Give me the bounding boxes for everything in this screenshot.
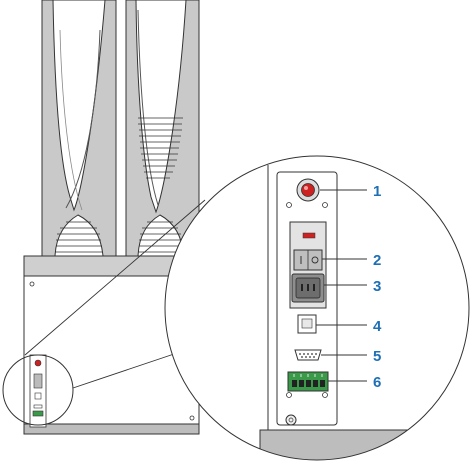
callouts: 1 2 3 4 5 6 [316,183,382,391]
callout-label: 5 [373,348,381,365]
callout-label: 3 [373,278,381,295]
power-inlet [291,273,325,303]
magnifier-connector-bottom [72,351,181,389]
small-rear-panel [29,354,47,428]
callout-4: 4 [316,318,382,335]
callout-5: 5 [321,348,381,365]
callout-label: 1 [373,183,381,200]
serial-port [294,349,322,361]
callout-label: 2 [373,252,381,269]
callout-1: 1 [320,183,381,200]
callout-3: 3 [324,278,381,295]
magnifier-connector-top [24,199,206,356]
callout-2: 2 [322,252,381,269]
right-column [125,0,200,257]
terminal-block [287,371,329,392]
callout-label: 4 [373,318,382,335]
small-magnifier-circle [2,354,74,426]
callout-label: 6 [373,374,381,391]
callout-6: 6 [328,374,381,391]
power-indicator-button [296,178,320,202]
magnified-view [165,156,469,460]
panel-screw [285,414,297,426]
left-column [41,0,117,257]
usb-port [297,314,317,334]
large-magnifier-circle [164,155,470,461]
power-switch [293,249,323,271]
